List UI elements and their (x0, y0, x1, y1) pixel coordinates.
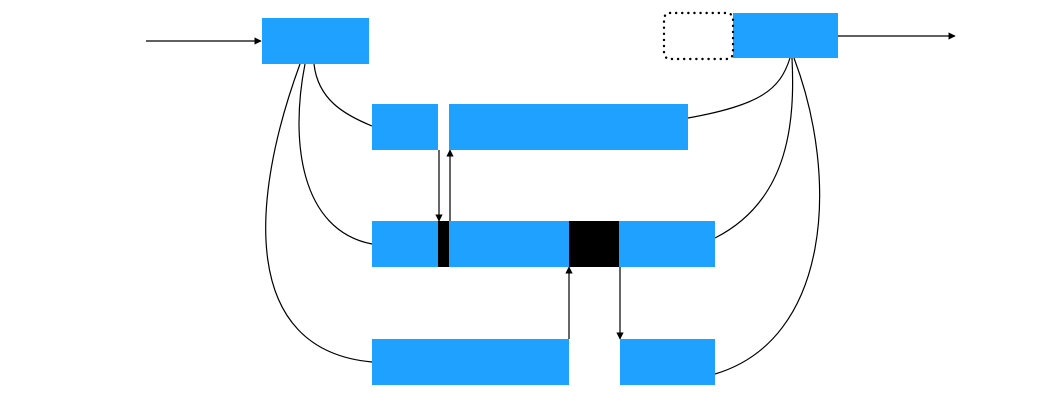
connector-row1-right-to-topright (687, 57, 791, 119)
connector-row3-right-to-topright (714, 57, 821, 375)
block-top-left (262, 18, 369, 64)
marker-group (438, 221, 619, 267)
block-row1-right (449, 104, 688, 150)
block-row3-left (372, 339, 569, 385)
marker-thin (438, 221, 449, 267)
marker-wide (569, 221, 619, 267)
connector-topleft-to-row2-left (298, 63, 373, 245)
block-row3-right (620, 339, 715, 385)
connector-topleft-to-row1-left (313, 63, 373, 127)
connector-topleft-to-row3-left (265, 63, 373, 363)
connector-group (265, 57, 821, 375)
block-row1-left (372, 104, 438, 150)
connector-row2-right-to-topright (714, 57, 794, 239)
block-group (262, 13, 838, 385)
arrow-group (146, 32, 956, 340)
block-row2-bar (372, 221, 715, 267)
block-top-right (733, 13, 838, 58)
placeholder-dotted-box (662, 11, 735, 61)
